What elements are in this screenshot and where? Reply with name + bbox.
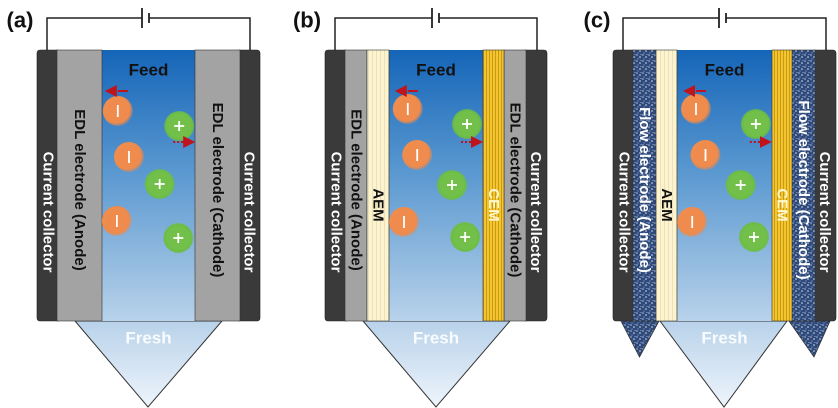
current-collector-left-label: Current collector <box>328 152 345 273</box>
cem-label: CEM <box>774 188 791 221</box>
wire-left <box>334 17 432 50</box>
panel-label: (a) <box>7 8 34 33</box>
cem-membrane <box>771 49 793 322</box>
cation <box>452 109 483 139</box>
wire-right <box>149 17 251 50</box>
wire-left <box>46 17 142 50</box>
panel-label: (b) <box>293 8 321 33</box>
anion <box>102 96 133 126</box>
anion <box>402 140 433 170</box>
electrode-left <box>56 49 103 322</box>
panel-a: (a) Current collector Current collector EDL… <box>7 8 261 408</box>
aem-label: AEM <box>658 188 675 221</box>
cation <box>738 222 769 252</box>
wire-left <box>622 17 719 50</box>
flow-electrode-outlet-left <box>620 320 660 358</box>
cation <box>144 169 175 199</box>
current-collector-right-label: Current collector <box>816 152 833 273</box>
cation <box>740 109 771 139</box>
feed-channel <box>389 50 483 321</box>
anion <box>113 142 144 172</box>
feed-label: Feed <box>416 61 456 80</box>
current-collector-right-label: Current collector <box>527 152 544 273</box>
aem-membrane <box>366 49 390 322</box>
panel-label: (c) <box>584 8 611 33</box>
fresh-label: Fresh <box>413 329 459 348</box>
electrode-right-label: EDL electrode (Cathode) <box>507 103 524 278</box>
flow-electrode-outlet-right <box>788 320 831 358</box>
aem-membrane <box>655 49 678 322</box>
anion <box>681 94 711 124</box>
cation <box>436 170 467 200</box>
aem-label: AEM <box>370 188 387 221</box>
anion <box>101 206 132 236</box>
electrode-left-label: Flow electrode (Anode) <box>636 107 653 273</box>
electrode-left-label: EDL electrode (Anode) <box>71 109 88 270</box>
electrode-right <box>194 49 241 322</box>
feed-label: Feed <box>129 61 169 80</box>
cation <box>450 222 481 252</box>
cation <box>164 111 195 141</box>
fresh-label: Fresh <box>701 329 747 348</box>
panel-b: (b) AEM CEM Current collector Current collec… <box>293 8 548 408</box>
electrode-right-label: Flow electrode (Cathode) <box>795 100 812 279</box>
anion <box>677 207 708 237</box>
anion <box>389 207 420 237</box>
current-collector-right-label: Current collector <box>241 152 258 273</box>
electrode-right-label: EDL electrode (Cathode) <box>209 103 226 278</box>
cation <box>725 170 756 200</box>
anion <box>690 140 721 170</box>
anion <box>392 94 423 124</box>
panel-c: (c) AEM CEM Current collector Current collec… <box>584 8 837 408</box>
fresh-label: Fresh <box>125 329 171 348</box>
cation <box>163 223 194 253</box>
cem-membrane <box>482 49 505 322</box>
feed-label: Feed <box>705 61 745 80</box>
current-collector-left-label: Current collector <box>616 152 633 273</box>
current-collector-left-label: Current collector <box>40 152 57 273</box>
wire-right <box>439 17 538 50</box>
electrode-left-label: EDL electrode (Anode) <box>348 109 365 270</box>
feed-channel <box>677 50 772 321</box>
wire-right <box>726 17 827 50</box>
cem-label: CEM <box>485 188 502 221</box>
